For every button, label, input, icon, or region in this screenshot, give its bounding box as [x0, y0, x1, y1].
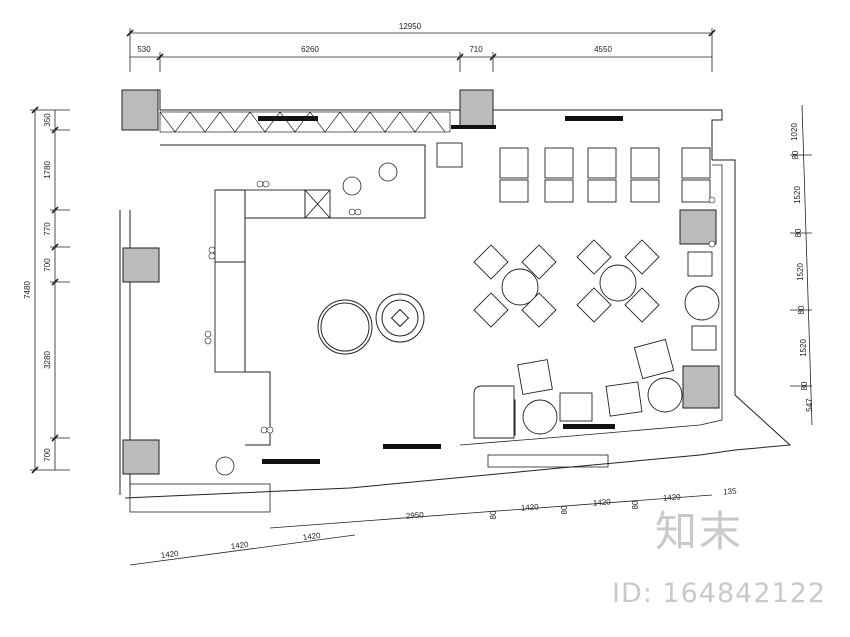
- dim-right-1: 1520: [793, 186, 802, 204]
- dim-right-3: 1520: [799, 339, 808, 357]
- dim-right-gap-2: 80: [797, 305, 806, 314]
- glazing: [258, 116, 623, 464]
- dim-right-gap-0: 80: [791, 150, 800, 159]
- dim-bottom-outer-1: 1420: [230, 540, 249, 551]
- stools: [204, 180, 716, 434]
- dim-right-gap-1: 80: [794, 228, 803, 237]
- dim-right-0: 1020: [790, 123, 799, 141]
- dim-bottom-gap-1: 80: [560, 505, 569, 514]
- round-features: [317, 293, 425, 355]
- dim-bottom-gap-2: 80: [631, 500, 640, 509]
- dim-right-gap-3: 80: [800, 381, 809, 390]
- dim-top-2: 710: [469, 45, 483, 54]
- dim-left-1: 1780: [43, 161, 52, 179]
- dim-left-3: 700: [43, 258, 52, 272]
- dim-bottom-inner-4: 135: [723, 487, 737, 497]
- dim-top-total: 12950: [399, 22, 422, 31]
- dimension-ticks: [31, 29, 716, 474]
- dimension-labels: 12950 530 6260 710 4550 7480 350 1780 77…: [23, 22, 814, 560]
- dim-top-0: 530: [137, 45, 151, 54]
- dim-left-2: 770: [43, 222, 52, 236]
- dim-bottom-gap-0: 80: [489, 510, 498, 519]
- people-figures: [215, 162, 398, 476]
- dim-bottom-inner-3: 1420: [663, 492, 682, 502]
- dim-bottom-outer-2: 1420: [302, 531, 321, 542]
- dim-left-total: 7480: [23, 281, 32, 299]
- dim-top-3: 4550: [594, 45, 612, 54]
- dim-bottom-inner-2: 1420: [593, 497, 612, 507]
- watermark-logo: 知末: [655, 507, 744, 556]
- dim-right-2: 1520: [796, 263, 805, 281]
- dim-left-5: 700: [43, 448, 52, 462]
- truss: [159, 111, 451, 133]
- dimension-lines: [30, 28, 813, 566]
- dim-bottom-inner-1: 1420: [521, 502, 540, 512]
- dim-bottom-inner-0: 2950: [406, 510, 425, 520]
- dining-sets: [473, 239, 720, 435]
- lounge-chairs: [473, 338, 675, 439]
- watermark-id: ID: 164842122: [612, 578, 827, 609]
- banquette: [129, 164, 723, 513]
- dim-top-1: 6260: [301, 45, 319, 54]
- bar-counter: [214, 189, 331, 373]
- armchairs-top: [436, 142, 711, 203]
- dim-left-4: 3280: [43, 351, 52, 369]
- dim-right-4: 547: [805, 398, 814, 412]
- dim-left-0: 350: [43, 113, 52, 127]
- dim-bottom-outer-0: 1420: [160, 549, 179, 560]
